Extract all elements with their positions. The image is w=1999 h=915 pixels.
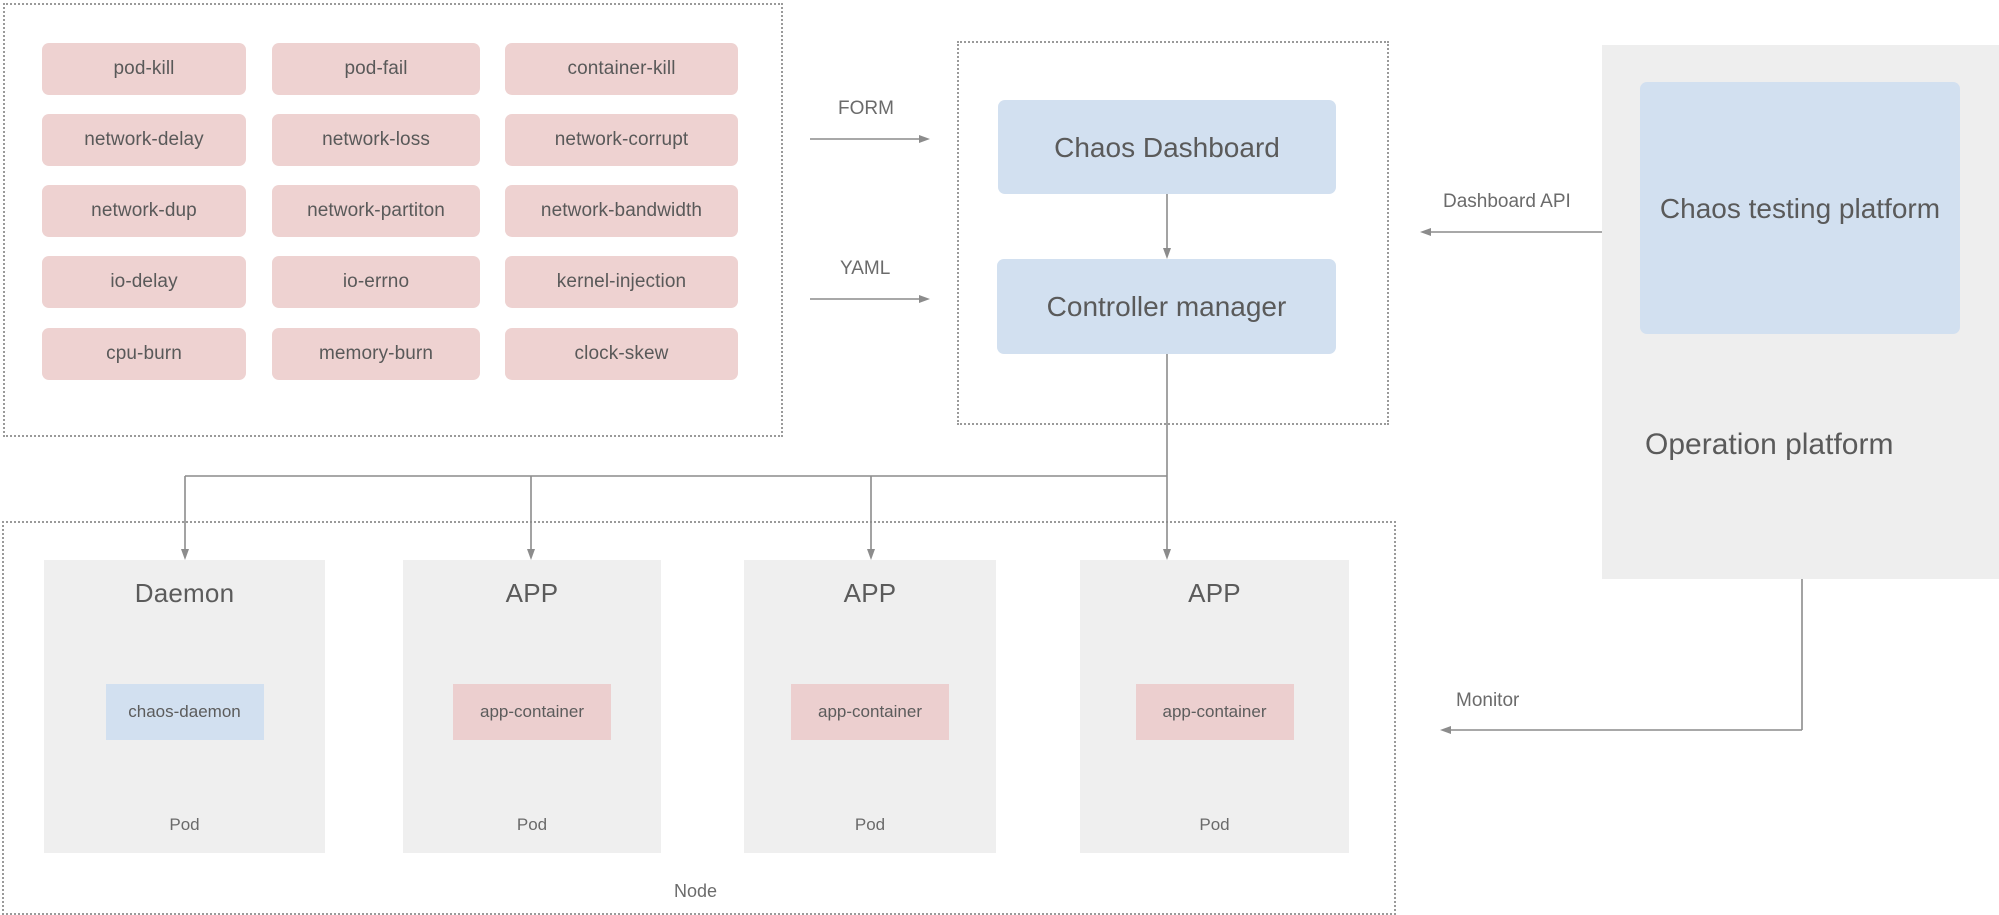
monitor-edge-label: Monitor	[1456, 690, 1520, 711]
experiment-chip[interactable]: kernel-injection	[505, 256, 738, 308]
pod-kind-label: Pod	[1199, 815, 1230, 834]
form-edge-label: FORM	[838, 98, 894, 119]
experiment-chip[interactable]: pod-fail	[272, 43, 480, 95]
experiment-chip-label: pod-fail	[344, 58, 408, 79]
controller-manager-label: Controller manager	[1046, 291, 1287, 322]
node-label: Node	[674, 881, 718, 901]
experiment-chip-label: io-errno	[342, 271, 410, 292]
pod-title: APP	[505, 578, 559, 608]
pod-daemon[interactable]: Daemon chaos-daemon Pod	[44, 560, 325, 853]
experiment-chip-label: network-delay	[84, 129, 204, 150]
operation-platform-label: Operation platform	[1645, 428, 1894, 461]
experiment-chip-label: clock-skew	[574, 343, 669, 364]
pod-title: APP	[843, 578, 897, 608]
experiment-chip[interactable]: network-dup	[42, 185, 246, 237]
pod-container-chip[interactable]: chaos-daemon	[105, 684, 264, 740]
pod-container-chip[interactable]: app-container	[453, 684, 611, 740]
control-plane-container	[957, 41, 1389, 425]
chaos-testing-platform-label: Chaos testing platform	[1659, 192, 1941, 224]
pod-container-chip[interactable]: app-container	[791, 684, 949, 740]
experiment-chip-label: network-corrupt	[554, 129, 689, 150]
experiment-chip-label: io-delay	[110, 271, 178, 292]
form-arrow	[810, 135, 930, 143]
experiment-chip[interactable]: container-kill	[505, 43, 738, 95]
experiment-chip[interactable]: network-loss	[272, 114, 480, 166]
pod-kind-label: Pod	[854, 815, 886, 834]
pod-container-label: app-container	[1162, 702, 1267, 721]
experiment-chip[interactable]: io-delay	[42, 256, 246, 308]
pod-kind-label: Pod	[169, 815, 200, 834]
experiment-chip[interactable]: network-partiton	[272, 185, 480, 237]
chaos-dashboard-box[interactable]: Chaos Dashboard	[998, 100, 1336, 194]
experiment-chip[interactable]: network-corrupt	[505, 114, 738, 166]
experiments-group-container	[3, 3, 783, 437]
pod-container-label: app-container	[818, 702, 922, 721]
experiment-chip[interactable]: memory-burn	[272, 328, 480, 380]
chaos-testing-platform-box[interactable]: Chaos testing platform	[1640, 82, 1960, 334]
node-container	[2, 521, 1396, 915]
experiment-chip-label: memory-burn	[318, 343, 434, 364]
experiment-chip-label: container-kill	[567, 58, 676, 79]
experiment-chip[interactable]: clock-skew	[505, 328, 738, 380]
experiment-chip[interactable]: network-delay	[42, 114, 246, 166]
experiment-chip-label: network-loss	[322, 129, 430, 150]
pod-app-3[interactable]: APP app-container Pod	[1080, 560, 1349, 853]
experiment-chip-label: network-bandwidth	[540, 200, 703, 221]
experiment-chip[interactable]: pod-kill	[42, 43, 246, 95]
pod-app-1[interactable]: APP app-container Pod	[403, 560, 661, 853]
experiment-chip-label: pod-kill	[113, 58, 175, 79]
experiment-chip-label: network-dup	[91, 200, 197, 221]
experiment-chip[interactable]: network-bandwidth	[505, 185, 738, 237]
pod-app-2[interactable]: APP app-container Pod	[744, 560, 996, 853]
pod-container-label: app-container	[480, 702, 584, 721]
experiment-chip-label: network-partiton	[307, 200, 445, 221]
controller-manager-box[interactable]: Controller manager	[997, 259, 1336, 354]
chaos-dashboard-label: Chaos Dashboard	[1054, 131, 1280, 163]
pod-title: Daemon	[134, 578, 235, 608]
pod-container-label: chaos-daemon	[128, 702, 241, 721]
pod-title: APP	[1188, 578, 1241, 608]
yaml-arrow	[810, 295, 930, 303]
yaml-edge-label: YAML	[840, 258, 891, 279]
dashboard-api-arrow	[1420, 228, 1602, 236]
experiment-chip-label: kernel-injection	[556, 271, 687, 292]
experiment-chip[interactable]: io-errno	[272, 256, 480, 308]
pod-container-chip[interactable]: app-container	[1135, 684, 1294, 740]
experiment-chip[interactable]: cpu-burn	[42, 328, 246, 380]
experiment-chip-label: cpu-burn	[106, 343, 182, 364]
dashboard-api-edge-label: Dashboard API	[1443, 191, 1571, 212]
pod-kind-label: Pod	[516, 815, 548, 834]
